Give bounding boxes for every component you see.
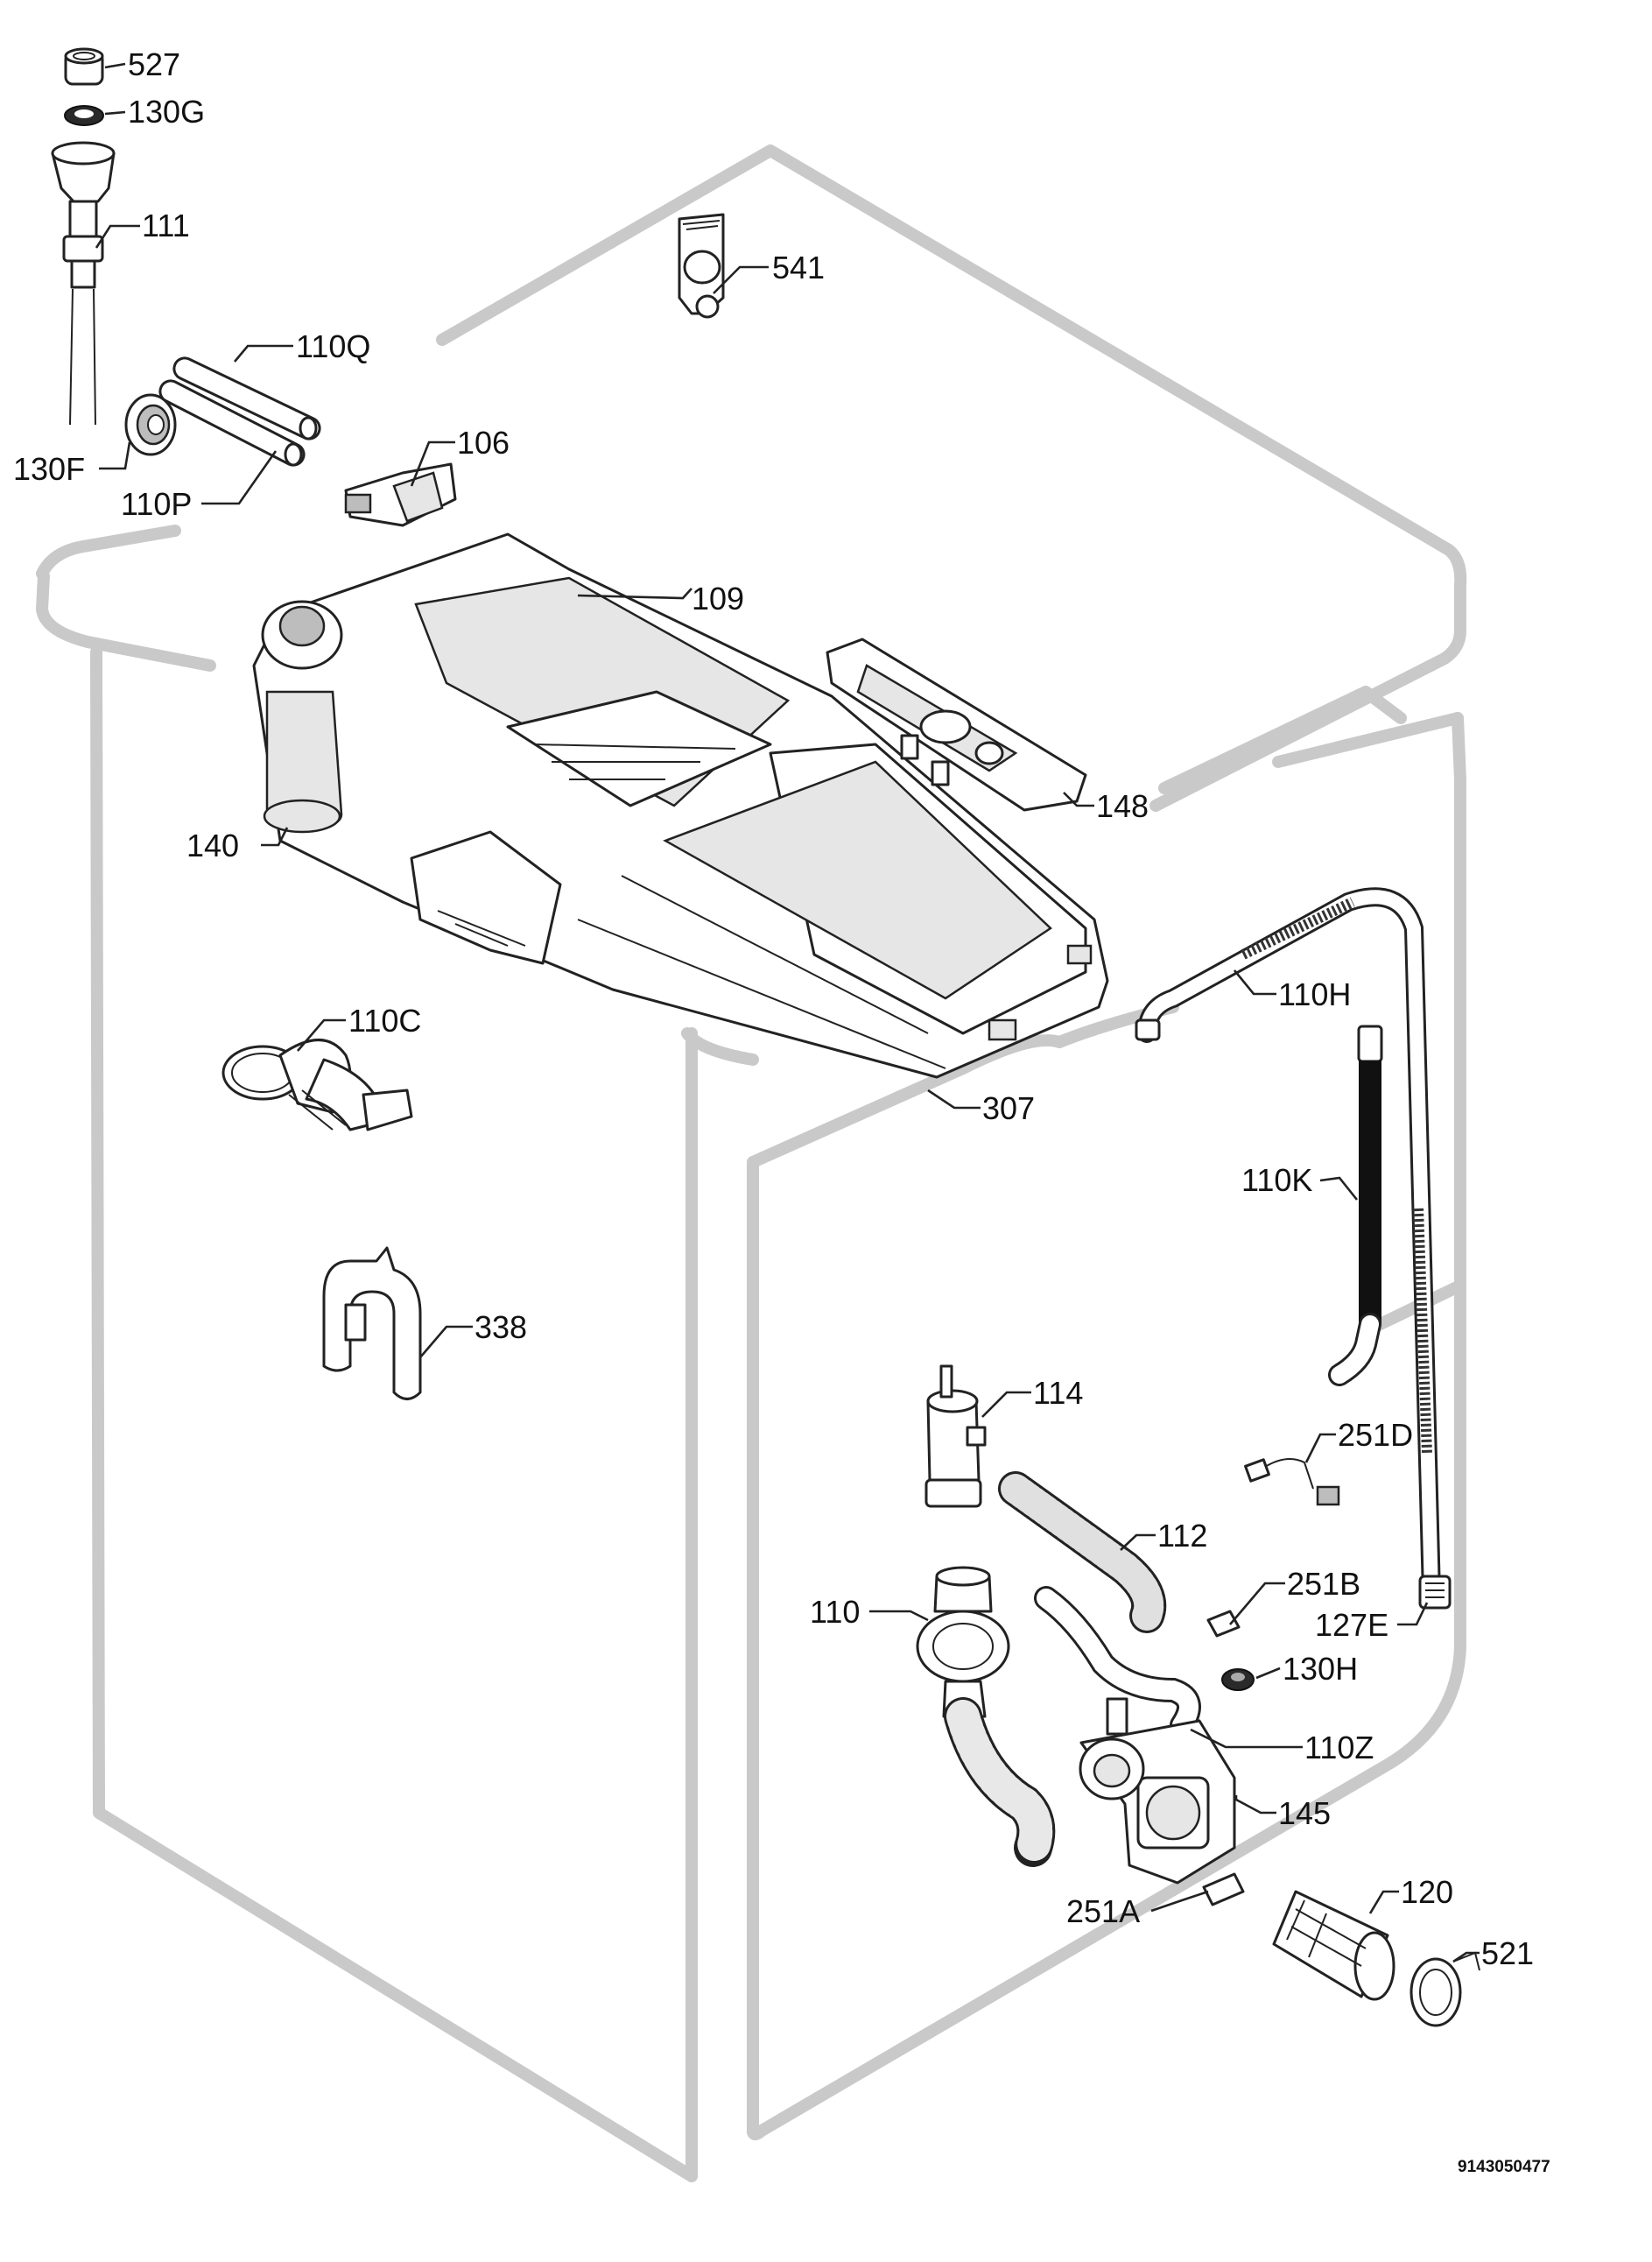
part-251B-illustration — [1206, 1610, 1241, 1638]
label-110Q: 110Q — [296, 328, 370, 364]
part-labels: 527 130G 111 541 110Q 106 130F 110P 109 … — [13, 46, 1534, 1971]
part-110K-hose-illustration — [1328, 1025, 1383, 1386]
part-527-cap-illustration — [64, 47, 104, 86]
label-110P: 110P — [121, 486, 192, 522]
label-111: 111 — [142, 208, 190, 243]
part-148-handle-illustration — [826, 638, 1087, 812]
label-110C: 110C — [348, 1003, 421, 1039]
part-127E-illustration — [1418, 1575, 1452, 1610]
label-112: 112 — [1157, 1518, 1207, 1554]
part-110H-hose-illustration — [1135, 887, 1441, 1603]
label-145: 145 — [1278, 1795, 1331, 1831]
label-120: 120 — [1401, 1874, 1453, 1910]
part-111-inlet-hose-illustration — [51, 141, 116, 426]
label-127E: 127E — [1315, 1607, 1388, 1643]
label-114: 114 — [1033, 1375, 1083, 1411]
part-140-pipe-illustration — [261, 600, 343, 834]
part-541-clip-illustration — [678, 213, 725, 319]
label-130G: 130G — [128, 94, 205, 130]
part-106-bracket-illustration — [344, 462, 457, 527]
part-110P-tube-illustration — [158, 379, 306, 467]
part-110C-bellows-illustration — [221, 1039, 413, 1131]
part-251A-illustration — [1202, 1872, 1245, 1906]
part-112-hose-illustration — [998, 1471, 1167, 1633]
part-114-chamber-illustration — [924, 1364, 987, 1508]
label-140: 140 — [186, 828, 239, 863]
part-110Q-tube-illustration — [172, 356, 321, 440]
label-110H: 110H — [1278, 976, 1351, 1012]
label-307: 307 — [982, 1090, 1035, 1126]
label-527: 527 — [128, 46, 180, 82]
label-130H: 130H — [1283, 1651, 1358, 1687]
part-110-sump-hose-illustration — [916, 1566, 1056, 1867]
part-521-cap-illustration — [1409, 1951, 1480, 2027]
part-130H-illustration — [1221, 1668, 1255, 1691]
part-120-filter-illustration — [1272, 1890, 1395, 2001]
part-110Z-hose-illustration — [1034, 1586, 1201, 1737]
label-130F: 130F — [13, 451, 85, 487]
part-338-hose-guide-illustration — [322, 1246, 422, 1400]
part-109-dispenser-housing-illustration — [252, 532, 1109, 1079]
label-106: 106 — [457, 425, 510, 461]
label-251A: 251A — [1066, 1893, 1140, 1929]
label-251B: 251B — [1287, 1566, 1360, 1602]
part-130G-washer-illustration — [64, 105, 104, 126]
label-109: 109 — [692, 581, 744, 617]
part-145-pump-illustration — [1079, 1697, 1236, 1885]
label-521: 521 — [1481, 1935, 1534, 1971]
leader-lines — [95, 62, 1480, 1963]
part-130F-filter-illustration — [124, 393, 177, 456]
label-110K: 110K — [1241, 1162, 1312, 1198]
label-541: 541 — [772, 250, 825, 285]
part-251D-harness-illustration — [1244, 1458, 1340, 1506]
document-number: 9143050477 — [1458, 2158, 1550, 2176]
label-251D: 251D — [1338, 1417, 1413, 1453]
label-148: 148 — [1096, 788, 1149, 824]
label-338: 338 — [475, 1309, 527, 1345]
label-110: 110 — [810, 1594, 860, 1630]
label-110Z: 110Z — [1304, 1730, 1374, 1765]
